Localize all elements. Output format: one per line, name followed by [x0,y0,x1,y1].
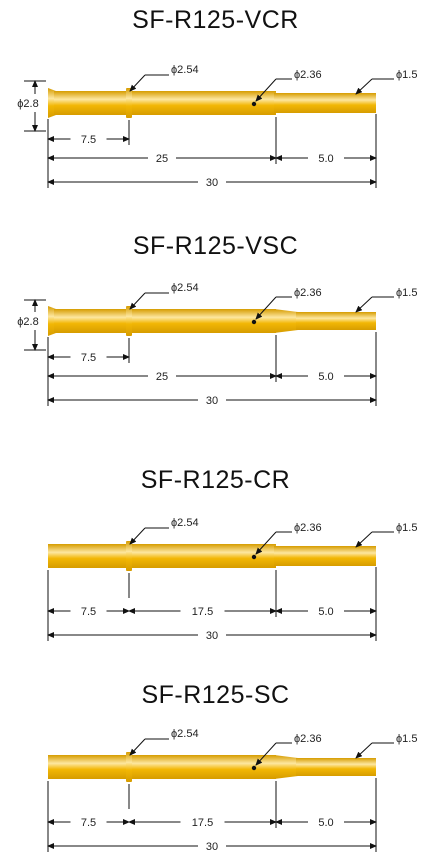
pin-tip [296,758,376,776]
dim-body-length-label: 17.5 [192,606,213,618]
ring-diameter-label: ϕ2.54 [171,728,199,740]
ring-leader [129,292,146,310]
pin-tip [274,546,376,566]
pin-barrel [54,309,276,333]
pin-panel-sc: SF-R125-SC ϕ2.54 ϕ2.36 ϕ1.5 7.5 17.5 5.0 30 [0,643,431,857]
dim-total-length-label: 30 [206,395,218,407]
pin-model-title: SF-R125-CR [140,466,291,494]
pin-panel-vsc: SF-R125-VSC ϕ2.54 ϕ2.36 ϕ1.5 ϕ2.8 7.5 25 5.0 30 [0,218,431,432]
body-leader [255,742,277,766]
flange-diameter-label: ϕ2.8 [17,316,38,328]
dim-body-length-label: 25 [156,371,168,383]
dim-total-length-label: 30 [206,630,218,642]
pin-panel-vcr: SF-R125-VCR ϕ2.54 ϕ2.36 ϕ1.5 ϕ2.8 7.5 25 5.0 30 [0,0,431,214]
dim-ring-position-label: 7.5 [81,352,96,364]
pin-drawing: ϕ2.54 ϕ2.36 ϕ1.5 ϕ2.8 7.5 25 5.0 30 [17,64,417,189]
pin-model-title: SF-R125-VSC [132,232,299,260]
dim-total-length-label: 30 [206,841,218,853]
tip-diameter-label: ϕ1.5 [396,733,417,745]
ring-diameter-label: ϕ2.54 [171,282,199,294]
body-diameter-label: ϕ2.36 [294,733,322,745]
body-diameter-label: ϕ2.36 [294,69,322,81]
pin-model-title: SF-R125-VCR [132,6,299,34]
pin-ring [126,88,132,118]
dim-total-length-label: 30 [206,177,218,189]
pin-drawing: ϕ2.54 ϕ2.36 ϕ1.5 7.5 17.5 5.0 30 [47,517,417,642]
tip-diameter-label: ϕ1.5 [396,287,417,299]
pin-barrel [48,755,276,779]
tip-diameter-label: ϕ1.5 [396,522,417,534]
tip-leader [355,742,373,759]
dim-tip-length-label: 5.0 [318,153,333,165]
pin-ring [126,752,132,782]
pin-model-title: SF-R125-SC [141,681,290,709]
body-leader [255,296,277,320]
ring-leader [129,74,146,92]
tip-leader [355,78,373,95]
dim-tip-length-label: 5.0 [318,817,333,829]
pin-tip [296,312,376,330]
pin-taper [274,755,298,779]
dim-tip-length-label: 5.0 [318,606,333,618]
tip-leader [355,531,373,548]
pin-taper [274,309,298,333]
body-diameter-label: ϕ2.36 [294,287,322,299]
body-leader [255,531,277,555]
dim-ring-position-label: 7.5 [81,817,96,829]
pin-panel-cr: SF-R125-CR ϕ2.54 ϕ2.36 ϕ1.5 7.5 17.5 5.0 30 [0,434,431,648]
pin-ring [126,306,132,336]
pin-ring [126,541,132,571]
ring-leader [129,527,146,545]
body-leader [255,78,277,102]
ring-leader [129,738,146,756]
ring-diameter-label: ϕ2.54 [171,517,199,529]
dim-body-length-label: 17.5 [192,817,213,829]
pin-drawing: ϕ2.54 ϕ2.36 ϕ1.5 7.5 17.5 5.0 30 [47,728,417,853]
dim-ring-position-label: 7.5 [81,134,96,146]
pin-barrel [48,544,276,568]
dim-ring-position-label: 7.5 [81,606,96,618]
pin-center-dot [251,554,257,560]
ring-diameter-label: ϕ2.54 [171,64,199,76]
tip-diameter-label: ϕ1.5 [396,69,417,81]
body-diameter-label: ϕ2.36 [294,522,322,534]
pin-center-dot [251,319,257,325]
pin-center-dot [251,101,257,107]
pin-barrel [54,91,276,115]
tip-leader [355,296,373,313]
pin-drawing: ϕ2.54 ϕ2.36 ϕ1.5 ϕ2.8 7.5 25 5.0 30 [17,282,417,407]
pin-tip [274,93,376,113]
dim-tip-length-label: 5.0 [318,371,333,383]
dim-body-length-label: 25 [156,153,168,165]
pin-center-dot [251,765,257,771]
flange-diameter-label: ϕ2.8 [17,98,38,110]
